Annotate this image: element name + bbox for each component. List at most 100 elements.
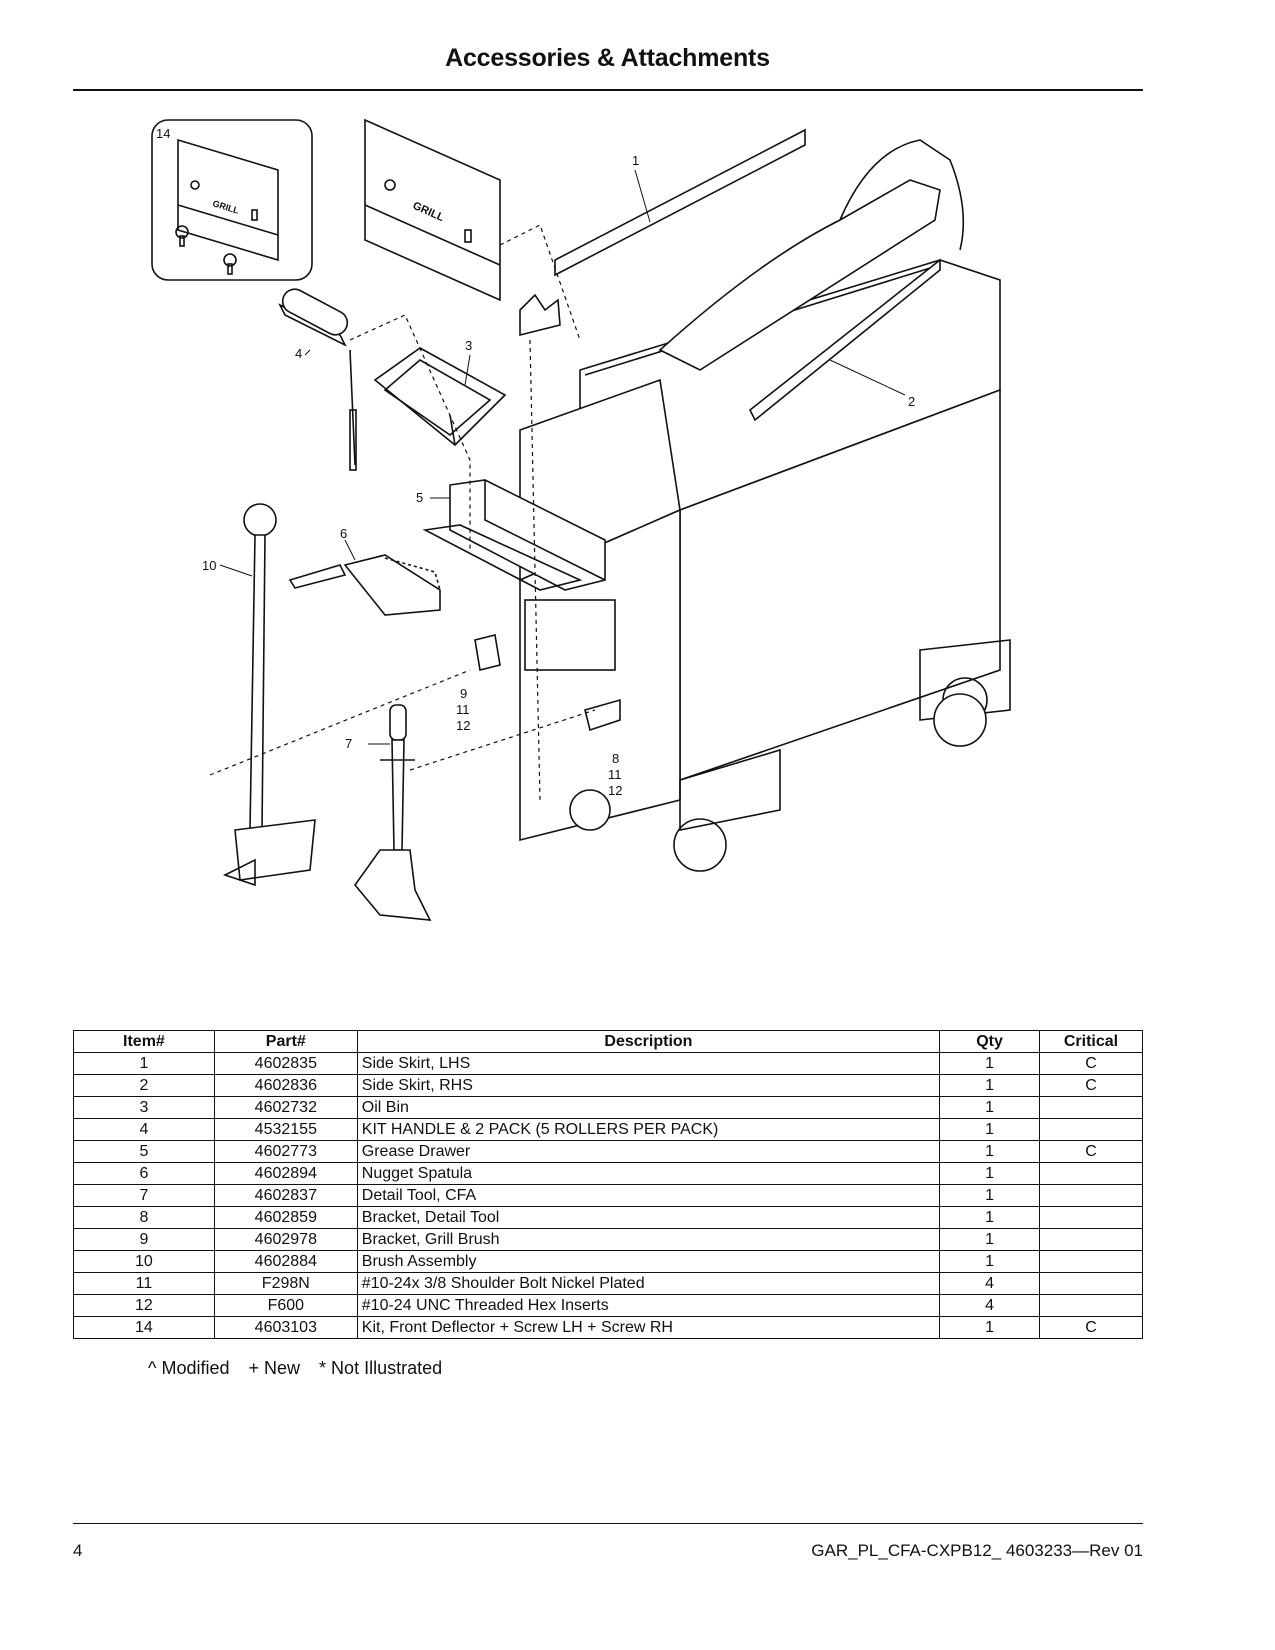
header-critical: Critical [1039, 1030, 1143, 1053]
cell-item: 1 [73, 1052, 215, 1075]
roller-handle: 4 [278, 288, 357, 471]
page-number: 4 [73, 1541, 83, 1560]
cell-qty: 1 [939, 1316, 1041, 1339]
cell-part: 4602978 [213, 1228, 358, 1251]
exploded-parts-diagram: GRILL 14 GRILL 1 2 [140, 110, 1090, 990]
header-description: Description [356, 1030, 941, 1053]
front-deflector: GRILL [364, 118, 501, 302]
cell-critical [1039, 1162, 1143, 1185]
cell-part: 4603103 [213, 1316, 358, 1339]
cell-description: Grease Drawer [356, 1140, 941, 1163]
front-deflector-inset: GRILL 14 [151, 119, 313, 281]
callout-9-11: 11 [456, 702, 470, 717]
footer-rule [73, 1523, 1143, 1524]
cell-critical [1039, 1184, 1143, 1207]
callout-9-12: 12 [456, 718, 470, 733]
cell-qty: 1 [939, 1052, 1041, 1075]
callout-9: 9 [460, 686, 467, 701]
cell-critical [1039, 1228, 1143, 1251]
cell-description: #10-24x 3/8 Shoulder Bolt Nickel Plated [356, 1272, 941, 1295]
cell-critical [1039, 1206, 1143, 1229]
cell-item: 9 [73, 1228, 215, 1251]
header-item: Item# [73, 1030, 215, 1053]
cell-description: Oil Bin [356, 1096, 941, 1119]
cell-part: 4602894 [213, 1162, 358, 1185]
cell-qty: 1 [939, 1184, 1041, 1207]
cell-item: 12 [73, 1294, 215, 1317]
page-title: Accessories & Attachments [445, 44, 770, 72]
cell-qty: 4 [939, 1272, 1041, 1295]
callout-8-12: 12 [608, 783, 622, 798]
oil-bin: 3 [373, 338, 507, 447]
cell-qty: 1 [939, 1074, 1041, 1097]
cell-description: Bracket, Grill Brush [356, 1228, 941, 1251]
cell-description: #10-24 UNC Threaded Hex Inserts [356, 1294, 941, 1317]
cell-part: 4602884 [213, 1250, 358, 1273]
cell-part: 4602773 [213, 1140, 358, 1163]
cell-critical: C [1039, 1074, 1143, 1097]
cell-description: Side Skirt, RHS [356, 1074, 941, 1097]
cell-qty: 1 [939, 1096, 1041, 1119]
cell-item: 3 [73, 1096, 215, 1119]
cell-item: 2 [73, 1074, 215, 1097]
bracket-grill-brush: 9 11 12 [456, 634, 501, 733]
cell-description: Side Skirt, LHS [356, 1052, 941, 1075]
callout-4: 4 [295, 346, 302, 361]
detail-tool: 7 [345, 704, 432, 921]
cell-item: 14 [73, 1316, 215, 1339]
cell-qty: 4 [939, 1294, 1041, 1317]
bracket-detail-tool: 8 11 12 [584, 698, 622, 798]
cell-item: 10 [73, 1250, 215, 1273]
cell-item: 8 [73, 1206, 215, 1229]
cell-critical [1039, 1096, 1143, 1119]
cell-qty: 1 [939, 1162, 1041, 1185]
callout-6: 6 [340, 526, 347, 541]
cell-part: 4602732 [213, 1096, 358, 1119]
cell-critical [1039, 1250, 1143, 1273]
side-skirt-lhs: 1 [519, 128, 806, 337]
cell-part: 4602836 [213, 1074, 358, 1097]
cell-part: 4602835 [213, 1052, 358, 1075]
legend-not-illustrated: * Not Illustrated [319, 1358, 443, 1378]
cell-item: 4 [73, 1118, 215, 1141]
callout-8: 8 [612, 751, 619, 766]
cell-critical: C [1039, 1140, 1143, 1163]
cell-item: 11 [73, 1272, 215, 1295]
cell-part: 4532155 [213, 1118, 358, 1141]
cell-part: F298N [213, 1272, 358, 1295]
cell-critical [1039, 1118, 1143, 1141]
cell-part: 4602859 [213, 1206, 358, 1229]
cell-item: 7 [73, 1184, 215, 1207]
cell-qty: 1 [939, 1140, 1041, 1163]
callout-14: 14 [156, 126, 170, 141]
callout-5: 5 [416, 490, 423, 505]
cell-critical [1039, 1272, 1143, 1295]
grease-drawer: 5 [416, 479, 606, 591]
cell-description: Detail Tool, CFA [356, 1184, 941, 1207]
cell-part: 4602837 [213, 1184, 358, 1207]
callout-1: 1 [632, 153, 639, 168]
cell-qty: 1 [939, 1250, 1041, 1273]
cell-description: Kit, Front Deflector + Screw LH + Screw … [356, 1316, 941, 1339]
cell-item: 6 [73, 1162, 215, 1185]
nugget-spatula: 6 [288, 526, 441, 616]
cell-qty: 1 [939, 1228, 1041, 1251]
cell-qty: 1 [939, 1206, 1041, 1229]
legend-new: + New [248, 1358, 301, 1378]
cell-critical: C [1039, 1316, 1143, 1339]
cart-body: 2 [519, 139, 1011, 872]
legend: ^ Modified + New * Not Illustrated [148, 1358, 456, 1379]
assembly-lines [209, 224, 596, 801]
